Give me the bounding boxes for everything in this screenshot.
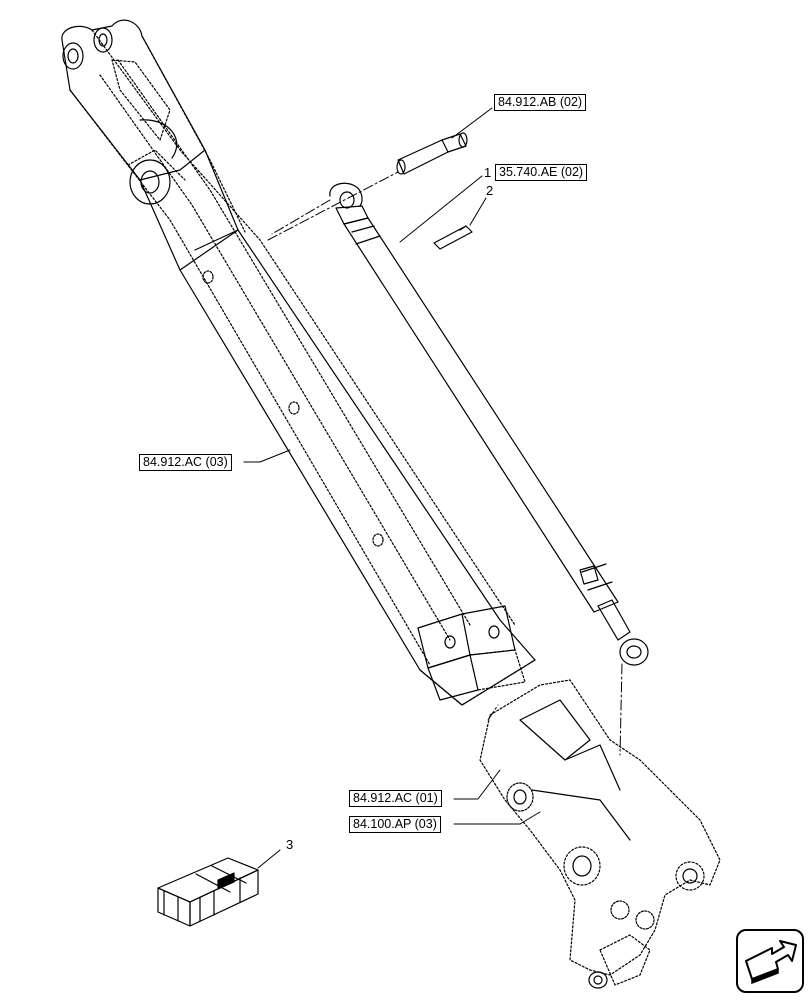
small-pin xyxy=(433,225,473,250)
ref-box-boom-top[interactable]: 84.912.AB (02) xyxy=(494,94,587,111)
kit-crate xyxy=(157,857,259,927)
alignment-lines xyxy=(267,171,623,756)
ref-box-boom-foot[interactable]: 84.912.AC (01) xyxy=(349,790,442,807)
next-page-button[interactable] xyxy=(736,929,804,993)
boom-foot-bracket xyxy=(479,679,721,989)
callout-item-3: 3 xyxy=(286,837,294,852)
hydraulic-cylinder xyxy=(329,182,649,666)
ref-box-pin[interactable]: 84.100.AP (03) xyxy=(349,816,441,833)
callout-item-1: 1 xyxy=(484,165,492,180)
dipper-arm xyxy=(61,19,536,706)
callout-item-2: 2 xyxy=(486,183,494,198)
cylinder-pin-assembly xyxy=(396,132,468,175)
ref-box-cylinder[interactable]: 35.740.AE (02) xyxy=(495,164,588,181)
leader-lines xyxy=(243,107,541,869)
next-page-arrow-icon xyxy=(745,940,797,985)
ref-box-arm[interactable]: 84.912.AC (03) xyxy=(139,454,232,471)
